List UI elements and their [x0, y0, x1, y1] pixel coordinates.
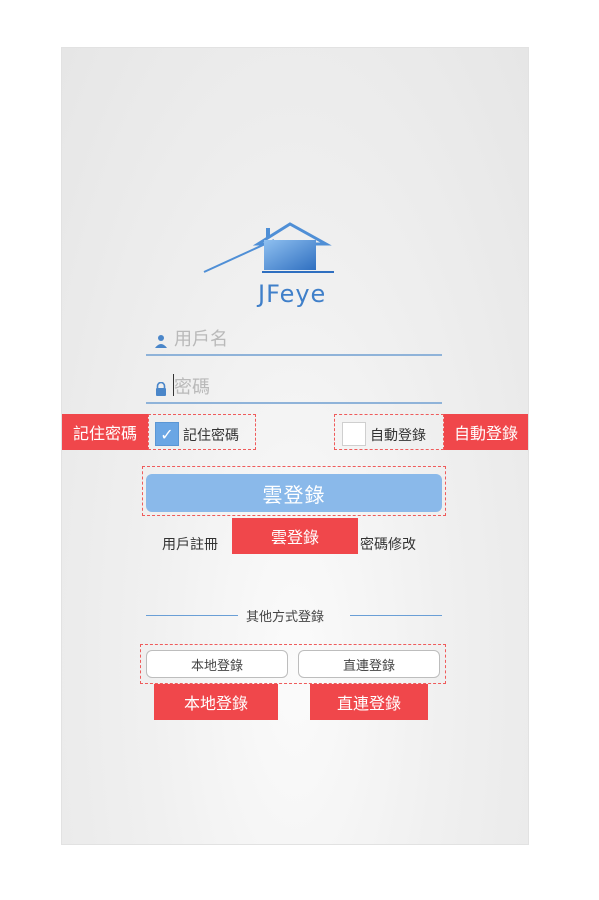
- password-input[interactable]: [174, 374, 434, 400]
- checkmark-icon: ✓: [160, 424, 174, 444]
- cloud-login-annotation: 雲登錄: [232, 518, 358, 554]
- remember-password-label: 記住密碼: [183, 428, 239, 444]
- remember-password-annotation: 記住密碼: [62, 414, 148, 450]
- remember-password-outline: [148, 414, 256, 450]
- auto-login-annotation: 自動登錄: [444, 414, 528, 450]
- app-logo-text: JFeye: [258, 280, 327, 308]
- alt-login-outline: [140, 644, 446, 684]
- divider-right: [350, 615, 442, 616]
- username-field[interactable]: [146, 326, 442, 356]
- cloud-login-button[interactable]: 雲登錄: [146, 474, 442, 512]
- change-password-link[interactable]: 密碼修改: [360, 537, 416, 553]
- user-icon: [155, 335, 167, 348]
- auto-login-label: 自動登錄: [370, 428, 426, 444]
- other-methods-label: 其他方式登錄: [246, 610, 325, 625]
- remember-password-checkbox[interactable]: ✓: [155, 422, 179, 446]
- auto-login-checkbox[interactable]: [342, 422, 366, 446]
- direct-login-button[interactable]: 直連登錄: [298, 650, 440, 678]
- password-field[interactable]: [146, 374, 442, 404]
- cloud-login-outline: [142, 466, 446, 516]
- auto-login-outline: [334, 414, 444, 450]
- username-input[interactable]: [174, 326, 434, 352]
- local-login-button[interactable]: 本地登錄: [146, 650, 288, 678]
- app-screen: JFeye 記住密碼 ✓ 記住密碼 自動登錄 自動登錄 雲登錄 用戶註冊 雲登錄…: [62, 48, 528, 844]
- divider-left: [146, 615, 238, 616]
- lock-icon: [156, 382, 166, 396]
- text-cursor: [173, 374, 174, 396]
- local-login-annotation: 本地登錄: [154, 684, 278, 720]
- direct-login-annotation: 直連登錄: [310, 684, 428, 720]
- register-link[interactable]: 用戶註冊: [162, 537, 218, 553]
- house-logo-icon: [203, 222, 334, 273]
